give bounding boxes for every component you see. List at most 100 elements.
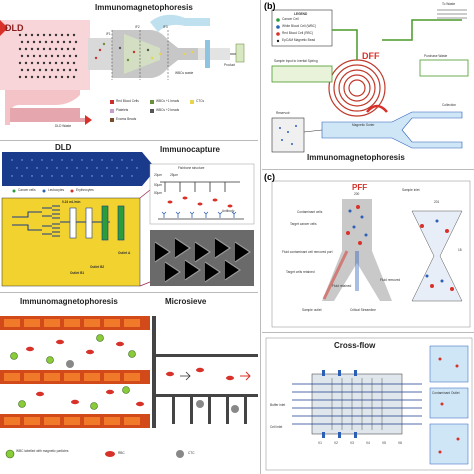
sample-input-chamber — [271, 65, 333, 83]
panel-a-middle-drawing — [1, 152, 255, 287]
if1-label: IF1 — [106, 32, 111, 36]
legend-platelet-label: Platelets — [116, 108, 129, 112]
crossflow-title: Cross-flow — [334, 341, 376, 350]
panel-c-letter: (c) — [264, 172, 275, 182]
wbc-cells — [10, 334, 136, 410]
legend-wbc2-swatch — [150, 109, 154, 113]
if1-channel — [88, 38, 112, 70]
crossflow-chip — [311, 373, 403, 435]
dff-spiral — [328, 59, 386, 117]
dld-waste-arrow — [85, 115, 92, 125]
detail-box-top — [429, 345, 469, 383]
to-waste-label: To Waste — [442, 2, 456, 6]
legend-rbc-swatch — [105, 451, 115, 457]
legend-rbc-swatch — [276, 32, 280, 36]
dld-waste-label: DLD Waste — [55, 124, 72, 128]
immuno-title-bottom: Immunomagnetophoresis — [20, 297, 118, 306]
sieve-wall-left — [152, 316, 156, 428]
legend-ctc-label: CTCs — [196, 99, 205, 103]
crossflow-channels — [292, 383, 422, 425]
purchase-waste-chamber — [419, 59, 469, 77]
v3-label: V3 — [350, 441, 354, 445]
legend-wbc1-label: WBCs +1 beads — [156, 99, 180, 103]
dld-title-middle: DLD — [55, 143, 72, 152]
flow-rate-label: 0.24 mL/min — [62, 200, 81, 204]
purchase-waste-channel — [382, 19, 462, 41]
rbc-cells — [26, 339, 234, 407]
collection-label: Collection — [442, 103, 456, 107]
wbc-waste-label: WBCs waste — [175, 71, 194, 75]
magnet-bar-bottom — [0, 414, 150, 428]
fluid-removed-port-label: Fluid contaminant cell removed port — [282, 250, 333, 254]
fluid-removed-label: Fluid removed — [380, 278, 401, 282]
panel-a-bottom-drawing — [0, 316, 258, 459]
sample-inlet-label: Sample inlet — [402, 188, 420, 192]
critical-label: Critical Streamline — [350, 308, 376, 312]
dim1-label: 20μm — [154, 173, 163, 177]
legend-rbc-swatch — [110, 100, 114, 104]
immuno-title-top: Immunomagnetophoresis — [95, 3, 193, 12]
sieve-top — [156, 354, 258, 357]
panel-c-crossflow: Cross-flow V1 V2 V3 V4 V5 V6 Buffer inle… — [262, 334, 474, 474]
ctc-cells — [66, 360, 239, 413]
if3-label: IF3 — [163, 25, 168, 29]
hourglass-blue-dots — [425, 219, 444, 283]
microsieve-title: Microsieve — [165, 297, 207, 306]
channel-particles — [94, 42, 194, 62]
sample-outlet-label: Sample outlet — [302, 308, 322, 312]
cell-inlet-label: Cell inlet — [270, 425, 283, 429]
panel-a-bottom: Immunomagnetophoresis Microsieve WBC lab… — [0, 294, 258, 474]
legend-bead-label: Excess Beads — [116, 117, 137, 121]
legend-title: LEGEND — [294, 12, 308, 16]
legend-rbc-label: Red Blood Cells — [116, 99, 139, 103]
legend-wbc-label: WBC labelled with magnetic particles — [16, 449, 69, 453]
hourglass-red-dots — [420, 224, 454, 291]
outlet-a-label: Outlet A — [118, 251, 131, 255]
dim-200-label: 200 — [354, 192, 360, 196]
buffer-inlet-label: Buffer inlet — [270, 403, 286, 407]
legend-ctc-swatch — [190, 100, 194, 104]
zoom-line-1 — [139, 189, 151, 199]
magnet-bar-middle — [0, 370, 150, 384]
purchase-waste-label: Purchase Waste — [424, 54, 448, 58]
panel-a-top: DLD Immunomagnetophoresis IF1 IF2 IF3 WB… — [0, 0, 258, 138]
pff-contaminant-dots — [348, 209, 368, 237]
dld-post-array — [18, 33, 78, 79]
val-18-label: 18 — [458, 248, 462, 252]
legend-wbc1-swatch — [150, 100, 154, 104]
inlet-arrow — [0, 20, 8, 36]
detail-dots — [438, 357, 460, 454]
magnetic-sorter — [321, 111, 463, 149]
v1-label: V1 — [318, 441, 322, 445]
legend-bead-swatch — [276, 39, 280, 43]
contaminant-outlet-label: Contaminant Outlet — [432, 391, 460, 395]
legend-rbc-label: RBC — [118, 451, 125, 455]
divider-a1 — [0, 140, 258, 141]
target-retained-label: Target cells retained — [286, 270, 315, 274]
flow-arrow-mid — [180, 371, 191, 381]
cancer-cells-label: Cancer cells — [18, 188, 36, 192]
flow-arrow-exit — [240, 371, 251, 381]
outlet-b1-label: Outlet B1 — [70, 271, 85, 275]
dim2-label: 25μm — [170, 173, 179, 177]
magnetic-sorter-label: Magnetic Sorter — [352, 123, 375, 127]
legend-wbc-label: White Blood Cell (WBC) — [282, 24, 317, 28]
legend-platelet-swatch — [110, 109, 114, 113]
erythrocyte-swatch — [70, 189, 74, 193]
cancer-cell-swatch — [12, 189, 16, 193]
pff-target-dots — [346, 205, 362, 245]
pff-removed-path — [322, 250, 349, 300]
micrograph-chevrons — [154, 237, 252, 283]
legend-rbc-label: Red Blood Cell (RBC) — [282, 31, 314, 35]
legend-ctc-swatch — [176, 450, 184, 458]
valve-markers — [322, 370, 357, 438]
sample-input-label: Sample Input to Inertial Spiring — [274, 59, 318, 63]
legend-wbc-swatch — [5, 449, 15, 459]
panel-a-middle: DLD Immunocapture Cancer cells Leukocyte… — [0, 142, 258, 290]
immunocapture-title: Immunocapture — [160, 145, 221, 154]
legend-cancer-swatch — [276, 18, 280, 22]
panel-c-pff: (c) PFF Sample inlet 200 Contaminant cel… — [262, 171, 474, 331]
magnet-u — [366, 104, 388, 113]
leukocyte-swatch — [42, 189, 46, 193]
sieve-bottom — [156, 394, 258, 397]
